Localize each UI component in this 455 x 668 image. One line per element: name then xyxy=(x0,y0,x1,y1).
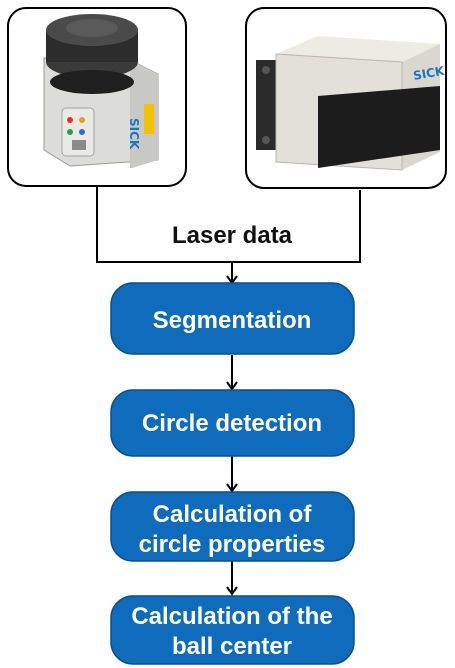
process-step-circle-detection: Circle detection xyxy=(110,389,355,457)
step-label: Circle detection xyxy=(142,410,322,437)
step-label: Segmentation xyxy=(153,307,312,334)
laser-scanner-left-image: SICK xyxy=(7,7,187,187)
step-label-line-1: Calculation of xyxy=(153,501,313,528)
flow-arrows xyxy=(226,262,238,596)
scanner-left-brand: SICK xyxy=(127,118,141,150)
process-step-circle-properties: Calculation of circle properties xyxy=(110,491,355,562)
step-label-line-2: circle properties xyxy=(139,531,326,558)
scanner-right-brand: SICK xyxy=(412,64,446,83)
process-step-ball-center: Calculation of the ball center xyxy=(110,595,355,665)
process-step-segmentation: Segmentation xyxy=(110,282,355,355)
input-connector xyxy=(96,187,361,263)
laser-scanner-right-image: SICK xyxy=(245,7,447,189)
step-label-line-1: Calculation of the xyxy=(131,603,332,630)
laser-data-label: Laser data xyxy=(172,222,293,249)
step-label-line-2: ball center xyxy=(172,633,292,660)
